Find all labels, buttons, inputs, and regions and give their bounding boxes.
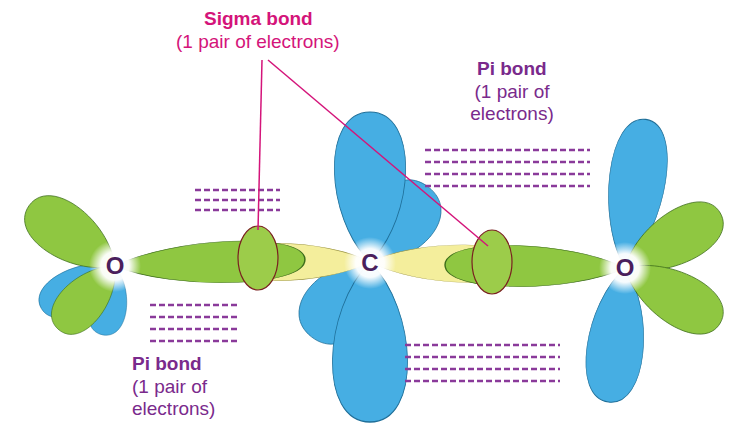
- bond-note: (1 pair of electrons): [176, 31, 340, 53]
- bond-name: Pi bond: [132, 353, 202, 375]
- bond-note: (1 pair of electrons): [132, 376, 242, 420]
- atom-symbol: O: [100, 255, 130, 277]
- bond-name: Pi bond: [477, 58, 547, 80]
- atom-symbol: C: [355, 252, 385, 274]
- atom-symbol: O: [610, 257, 640, 279]
- bond-note: (1 pair of electrons): [457, 81, 567, 125]
- bond-name: Sigma bond: [204, 8, 313, 30]
